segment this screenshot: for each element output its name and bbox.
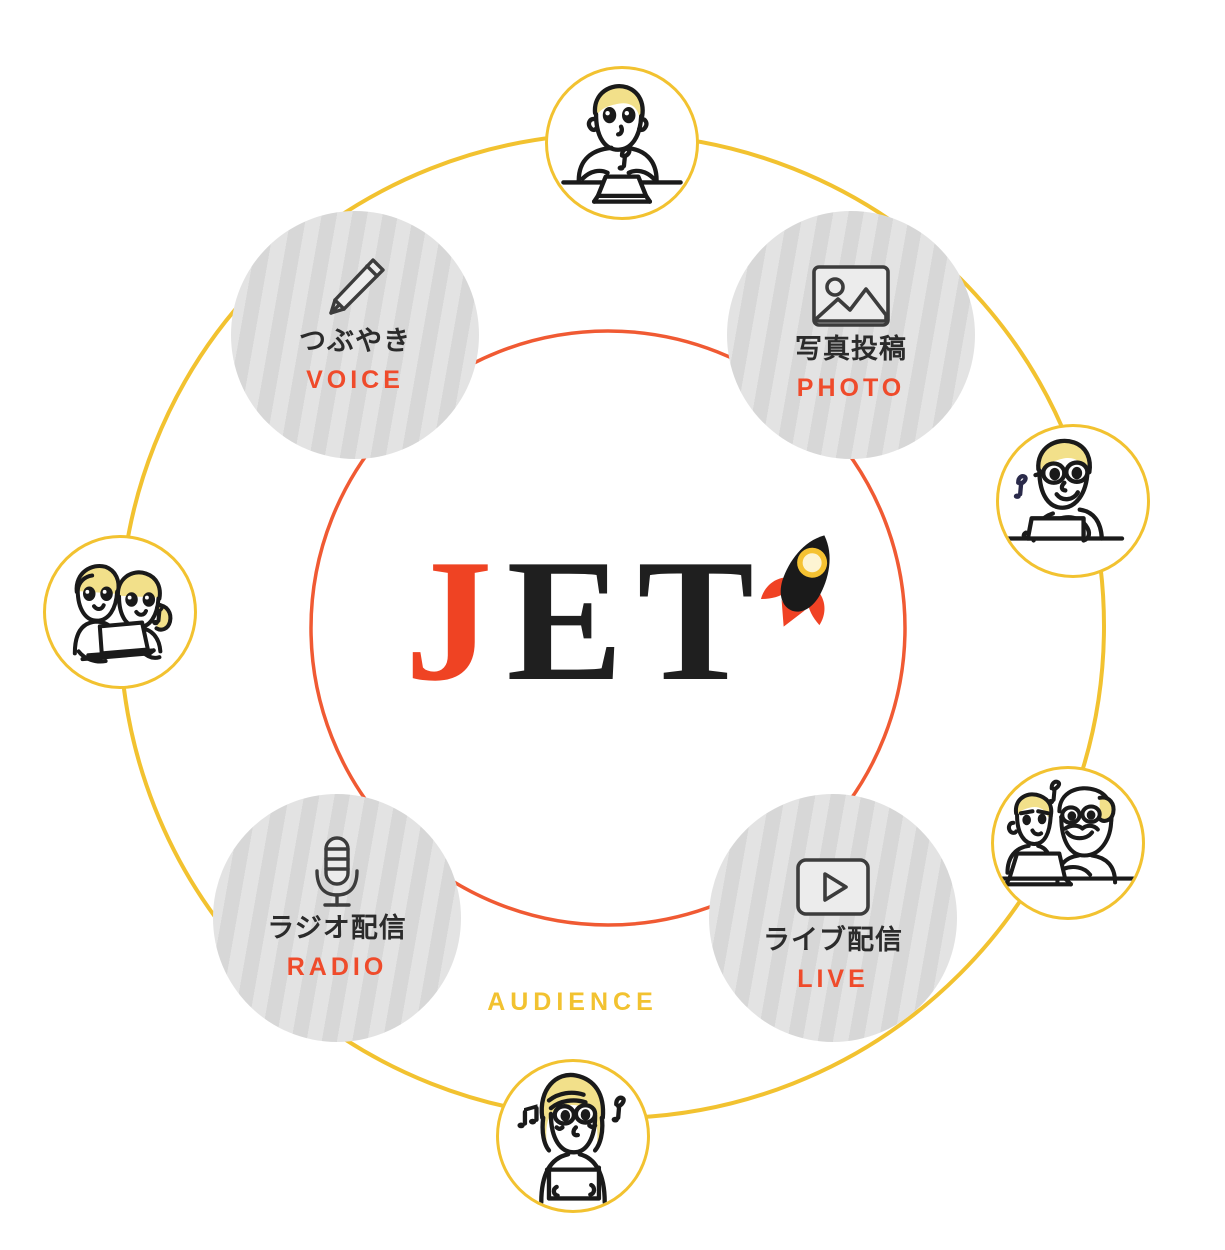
category-label-en: RADIO bbox=[286, 952, 388, 981]
image-icon bbox=[810, 259, 892, 333]
category-label-en: LIVE bbox=[797, 964, 869, 993]
logo-letters-et: ET bbox=[506, 523, 768, 717]
category-circle-voice[interactable]: つぶやき VOICE bbox=[231, 211, 479, 459]
woman-with-tablet-icon bbox=[517, 1072, 626, 1205]
audience-circle-right-lower bbox=[991, 766, 1145, 920]
jet-logo: JET bbox=[405, 525, 855, 715]
audience-circle-left bbox=[43, 535, 197, 689]
video-play-icon bbox=[794, 850, 872, 924]
two-people-laptop-icon bbox=[997, 779, 1137, 887]
category-label-jp: ライブ配信 bbox=[763, 925, 903, 955]
logo-letter-j: J bbox=[405, 523, 507, 717]
person-with-glasses-laptop-icon bbox=[1006, 438, 1125, 543]
category-label-jp: 写真投稿 bbox=[795, 334, 907, 364]
pencil-icon bbox=[318, 251, 392, 325]
category-label-jp: つぶやき bbox=[299, 326, 411, 356]
category-circle-live[interactable]: ライブ配信 LIVE bbox=[709, 794, 957, 1042]
couple-with-laptop-icon bbox=[72, 564, 173, 664]
category-circle-photo[interactable]: 写真投稿 PHOTO bbox=[727, 211, 975, 459]
rocket-icon bbox=[760, 535, 830, 627]
category-circle-radio[interactable]: ラジオ配信 RADIO bbox=[213, 794, 461, 1042]
audience-circle-top bbox=[545, 66, 699, 220]
audience-circle-bottom bbox=[496, 1059, 650, 1213]
audience-circle-right-upper bbox=[996, 424, 1150, 578]
category-label-en: VOICE bbox=[306, 365, 404, 394]
inner-service-ring bbox=[309, 329, 907, 927]
microphone-icon bbox=[306, 836, 368, 912]
logo-wordmark: JET bbox=[405, 525, 855, 715]
person-at-desk-icon bbox=[561, 84, 683, 204]
category-label-en: PHOTO bbox=[796, 373, 906, 402]
category-label-jp: ラジオ配信 bbox=[267, 913, 407, 943]
